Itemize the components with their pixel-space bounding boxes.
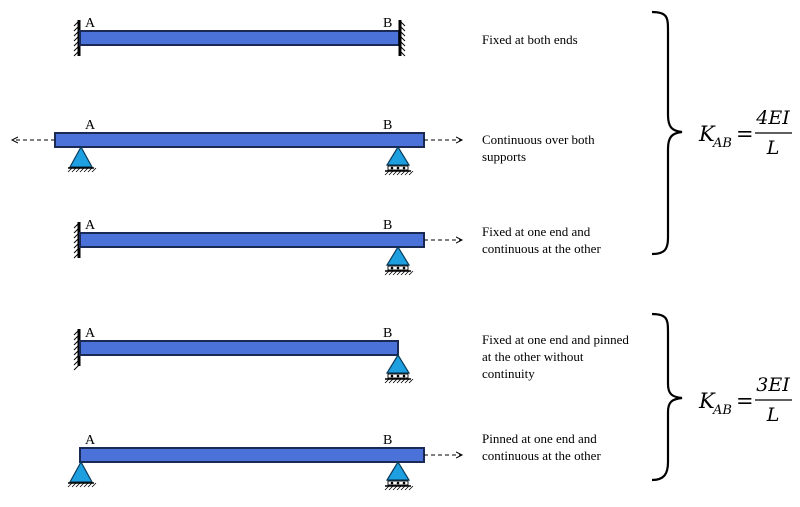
pin-support-icon (67, 460, 97, 488)
formula-numerator: 4EI (755, 107, 790, 129)
case-1-fixed-both-ends: A B Fixed at both ends (73, 16, 578, 57)
label-b: B (383, 16, 392, 31)
case-description-line-3: continuity (482, 366, 535, 381)
case-3-fixed-continuous: A B Fixed at one end and continuous at t… (73, 218, 601, 276)
brace-upper-icon (651, 10, 683, 256)
formula-4ei: K AB = 4EI L (698, 107, 792, 159)
case-description-line-2: at the other without (482, 349, 584, 364)
formula-numerator: 3EI (756, 374, 790, 396)
wall-a-icon (73, 20, 81, 57)
formula-lhs-subscript: AB (712, 403, 732, 418)
beam (79, 340, 399, 356)
label-a: A (85, 118, 96, 133)
wall-a-icon (73, 222, 81, 259)
formula-denominator: L (766, 137, 780, 159)
formula-lhs-base: K (698, 122, 716, 146)
label-a: A (85, 218, 96, 233)
case-description-line-2: supports (482, 149, 526, 164)
case-2-continuous-both: A B Continuous over both supports (12, 118, 595, 176)
beam (79, 30, 400, 46)
wall-a-icon (73, 329, 81, 371)
label-a: A (85, 433, 96, 448)
case-description-line-2: continuous at the other (482, 448, 601, 463)
pin-support-icon (67, 145, 97, 173)
case-description-line-1: Fixed at one end and pinned (482, 332, 629, 347)
label-a: A (85, 326, 96, 341)
beam (54, 132, 425, 148)
beam (79, 447, 425, 463)
case-description-line-1: Pinned at one end and (482, 431, 597, 446)
case-description-line-2: continuous at the other (482, 241, 601, 256)
case-4-fixed-pinned: A B Fixed at one end and pinned at the o… (73, 326, 629, 384)
label-b: B (383, 326, 392, 341)
roller-support-icon (384, 353, 414, 384)
formula-lhs-subscript: AB (712, 136, 732, 151)
label-a: A (85, 16, 96, 31)
brace-lower-icon (651, 312, 683, 482)
label-b: B (383, 118, 392, 133)
formula-equals: = (736, 122, 754, 146)
formula-denominator: L (766, 404, 780, 426)
formula-equals: = (736, 389, 754, 413)
formula-3ei: K AB = 3EI L (698, 374, 792, 426)
beam (79, 232, 425, 248)
case-5-pinned-continuous: A B Pinned at one end and continuous at … (67, 431, 601, 491)
label-b: B (383, 433, 392, 448)
wall-b-icon (398, 20, 406, 57)
roller-support-icon (384, 245, 414, 276)
formula-lhs-base: K (698, 389, 716, 413)
label-b: B (383, 218, 392, 233)
case-description-line-1: Fixed at one end and (482, 224, 591, 239)
case-description: Fixed at both ends (482, 32, 578, 47)
roller-support-icon (384, 460, 414, 491)
roller-support-icon (384, 145, 414, 176)
case-description-line-1: Continuous over both (482, 132, 595, 147)
